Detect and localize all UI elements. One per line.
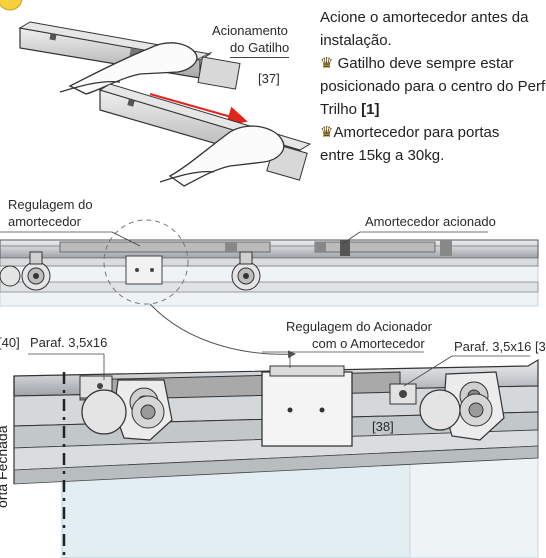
ref-1: [1]	[361, 101, 380, 118]
label-regulagem: Regulagem do	[8, 197, 93, 212]
instruction-line: Trilho [1]	[320, 98, 538, 121]
roller-right	[231, 251, 261, 291]
instruction-line: instalação.	[320, 32, 392, 49]
instruction-line: ♛Amortecedor para portas	[320, 121, 538, 144]
direction-arrow	[149, 93, 248, 126]
roller-left-detail	[81, 379, 173, 441]
damper-top-illustration	[18, 21, 312, 187]
label-paraf-right: Paraf. 3,5x16 [3	[454, 339, 546, 354]
step-badge	[0, 0, 23, 11]
middle-rail-section	[0, 219, 539, 359]
roller-right-detail	[419, 371, 505, 441]
instruction-text: Trilho	[320, 101, 362, 118]
instruction-line: posicionado para o centro do Perf	[320, 78, 546, 95]
instruction-text: Amortecedor para portas	[333, 124, 500, 141]
instruction-text: Gatilho deve sempre estar	[337, 55, 514, 72]
label-paraf-left: Paraf. 3,5x16	[30, 335, 108, 350]
crown-icon: ♛	[320, 55, 334, 72]
instruction-line: ♛ Gatilho deve sempre estar	[320, 52, 538, 75]
detail-callout-circle	[103, 219, 189, 305]
ref-38: [38]	[372, 419, 394, 434]
label-porta-fechada: orta Fechada	[0, 425, 10, 509]
instructions-panel: Acione o amortecedor antes da instalação…	[320, 6, 546, 167]
ref-37: [37]	[258, 71, 280, 86]
ref-40: [40]	[0, 335, 20, 350]
roller-left	[21, 251, 51, 291]
label-regulagem-acionador: Regulagem do Acionador	[286, 319, 432, 334]
instruction-line: Acione o amortecedor antes da	[320, 9, 529, 26]
label-com-amortecedor: com o Amortecedor	[312, 336, 425, 351]
label-do-gatilho: do Gatilho	[230, 39, 290, 58]
crown-icon: ♛	[320, 124, 334, 141]
label-acionamento: Acionamento	[212, 23, 288, 38]
label-amortecedor-acionado: Amortecedor acionado	[365, 214, 496, 229]
label-amortecedor: amortecedor	[8, 214, 81, 229]
instruction-line: entre 15kg a 30kg.	[320, 147, 445, 164]
bottom-detail-view	[13, 351, 539, 558]
